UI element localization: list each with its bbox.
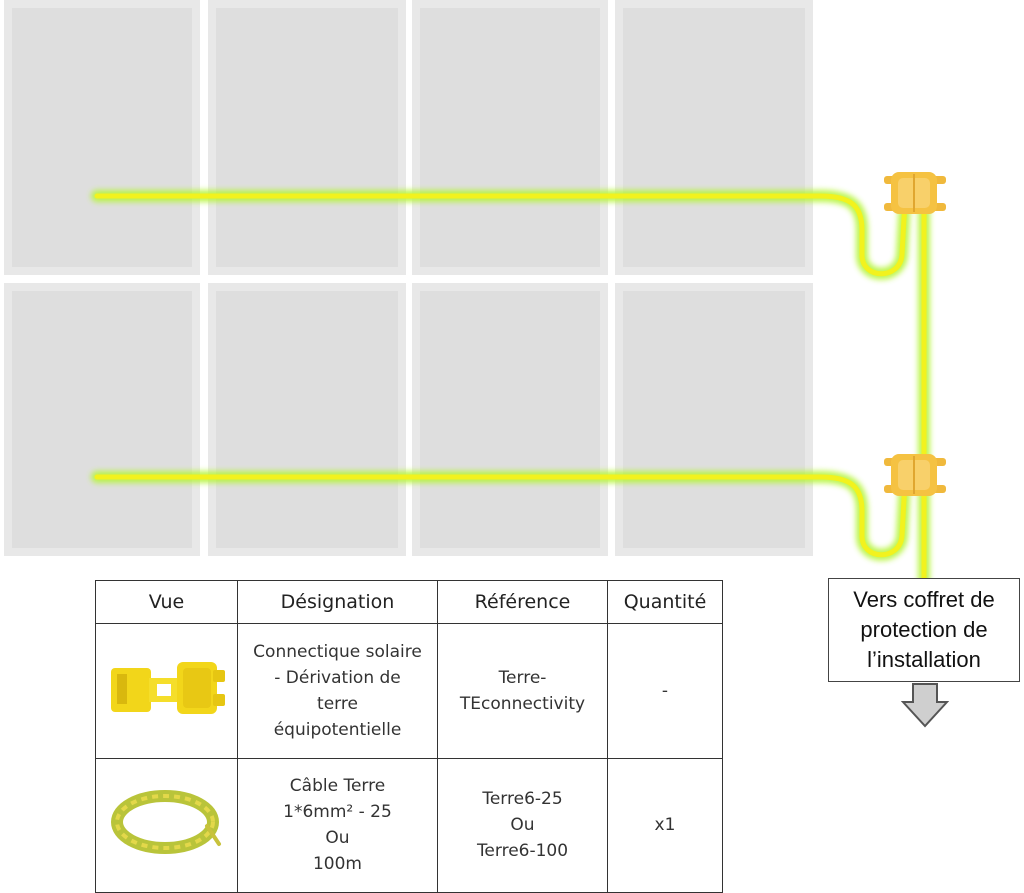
solar-panel-icon (412, 283, 608, 556)
ground-cable-row-1 (94, 193, 908, 277)
down-arrow-icon (901, 683, 949, 728)
solar-panel-icon (615, 283, 813, 556)
reference-cell: Terre6-25 Ou Terre6-100 (437, 757, 608, 893)
ground-connector-icon (884, 454, 946, 496)
view-cell (95, 757, 238, 893)
reference-cell: Terre- TEconnectivity (437, 623, 608, 759)
solar-panel-icon (4, 0, 200, 275)
column-header-quantite: Quantité (607, 579, 723, 625)
destination-label-box: Vers coffret de protection de l’installa… (828, 578, 1020, 682)
solar-panel-icon (4, 283, 200, 556)
green-yellow-cable-coil-icon (110, 790, 221, 855)
quantity-cell: - (607, 623, 723, 759)
ground-cable-row-2 (94, 474, 908, 558)
table-header-row: Vue Désignation Référence Quantité (95, 579, 723, 625)
component-table: Vue Désignation Référence Quantité Conne… (95, 579, 723, 893)
quantity-cell: x1 (607, 757, 723, 893)
solar-panel-icon (615, 0, 813, 275)
column-header-designation: Désignation (237, 579, 438, 625)
ground-cable-network (91, 190, 930, 586)
ground-connector-icon (884, 172, 946, 214)
view-cell (95, 623, 238, 759)
solar-panel-array (4, 0, 813, 556)
solar-panel-icon (208, 283, 406, 556)
designation-cell: Câble Terre 1*6mm² - 25 Ou 100m (237, 757, 438, 893)
designation-cell: Connectique solaire - Dérivation de terr… (237, 623, 438, 759)
column-header-vue: Vue (95, 579, 238, 625)
table-row: Câble Terre 1*6mm² - 25 Ou 100m Terre6-2… (95, 757, 723, 893)
column-header-reference: Référence (437, 579, 608, 625)
table-row: Connectique solaire - Dérivation de terr… (95, 623, 723, 759)
solar-panel-icon (412, 0, 608, 275)
yellow-connector-icon (110, 661, 225, 714)
solar-panel-icon (208, 0, 406, 275)
